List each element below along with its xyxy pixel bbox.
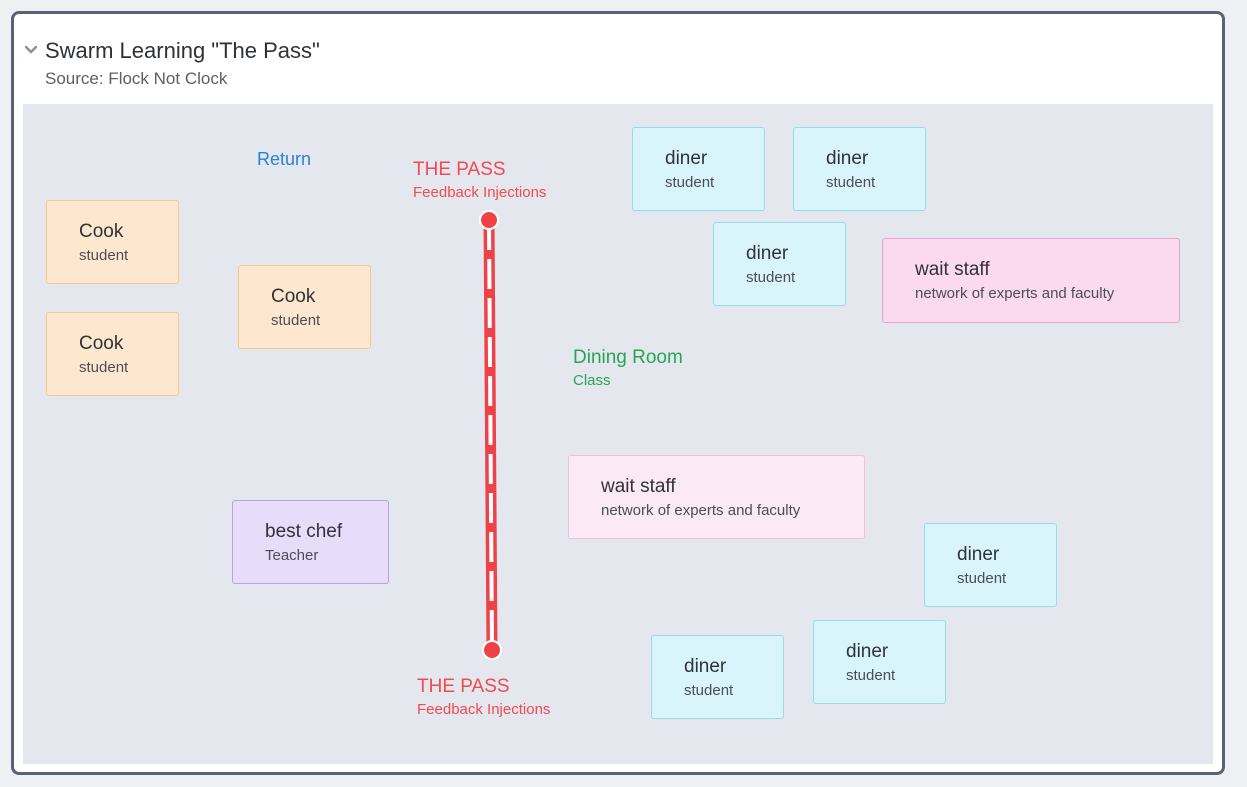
card-subtitle: student [746,269,796,286]
pass-bottom-handle [482,640,502,660]
page-subtitle: Source: Flock Not Clock [45,69,228,88]
card-title: diner [746,243,789,264]
card-title: diner [684,656,727,677]
card-title: diner [846,641,889,662]
diner-card[interactable]: diner student [713,222,846,306]
card-title: diner [665,148,708,169]
pass-top-label: THE PASS Feedback Injections [413,159,546,201]
diagram-panel: Swarm Learning "The Pass" Source: Flock … [11,11,1225,775]
diner-card[interactable]: diner student [651,635,784,719]
pass-top-title: THE PASS [413,159,506,180]
card-title: Cook [79,221,124,242]
return-label: Return [257,149,312,169]
pass-line [479,210,502,660]
pass-top-subtitle: Feedback Injections [413,184,547,201]
card-subtitle: network of experts and faculty [601,502,801,519]
pass-bottom-label: THE PASS Feedback Injections [417,676,550,718]
card-subtitle: student [79,247,129,264]
diner-card[interactable]: diner student [813,620,946,704]
cook-card[interactable]: Cook student [46,312,179,396]
card-subtitle: student [684,682,734,699]
diner-card[interactable]: diner student [924,523,1057,607]
card-title: wait staff [601,476,676,497]
card-subtitle: network of experts and faculty [915,285,1115,302]
cook-card[interactable]: Cook student [46,200,179,284]
dining-room-subtitle: Class [573,372,611,389]
card-subtitle: Teacher [265,547,319,564]
chevron-down-icon[interactable] [25,44,37,56]
page-title: Swarm Learning "The Pass" [45,38,320,63]
dining-room-label: Dining Room Class [573,347,683,389]
diagram-canvas: Return THE PASS Feedback Injections THE … [23,104,1213,764]
dining-room-title: Dining Room [573,347,683,368]
card-title: diner [957,544,1000,565]
cook-card[interactable]: Cook student [238,265,371,349]
best-chef-card[interactable]: best chef Teacher [232,500,389,584]
diner-card[interactable]: diner student [793,127,926,211]
wait-staff-card[interactable]: wait staff network of experts and facult… [568,455,865,539]
pass-bottom-title: THE PASS [417,676,510,697]
wait-staff-card[interactable]: wait staff network of experts and facult… [882,238,1180,323]
card-title: best chef [265,521,343,542]
card-subtitle: student [271,312,321,329]
pass-bottom-subtitle: Feedback Injections [417,701,551,718]
card-subtitle: student [79,359,129,376]
card-subtitle: student [957,570,1007,587]
card-subtitle: student [846,667,896,684]
pass-top-handle [479,210,499,230]
card-subtitle: student [826,174,876,191]
diner-card[interactable]: diner student [632,127,765,211]
card-title: Cook [271,286,316,307]
card-title: Cook [79,333,124,354]
card-subtitle: student [665,174,715,191]
card-title: wait staff [915,259,990,280]
card-title: diner [826,148,869,169]
